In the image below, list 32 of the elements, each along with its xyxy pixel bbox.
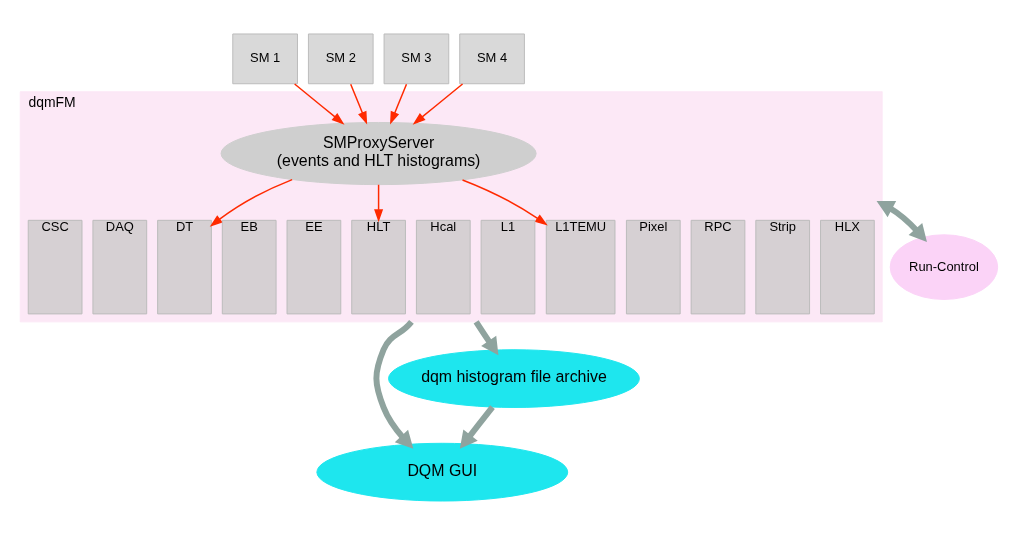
arrow <box>390 82 408 124</box>
node-box: Pixel <box>625 219 681 314</box>
node-box: EE <box>286 219 342 314</box>
node-ellipse: dqm histogram file archive <box>388 348 640 408</box>
node-ellipse: DQM GUI <box>316 442 569 501</box>
arrow <box>209 178 293 227</box>
node-box: DT <box>157 219 212 314</box>
node-box: SM 1 <box>232 33 298 84</box>
arrow <box>293 82 345 125</box>
arrow <box>349 82 368 124</box>
node-box: L1 <box>480 219 536 314</box>
node-box: HLT <box>351 219 406 314</box>
node-box: SM 4 <box>459 33 525 84</box>
node-box: HLX <box>820 219 875 314</box>
node-box: DAQ <box>92 219 148 314</box>
node-ellipse: Run-Control <box>889 233 999 300</box>
arrow <box>473 319 499 355</box>
node-box: Hcal <box>415 219 471 314</box>
arrow <box>412 82 464 125</box>
arrow <box>459 404 495 449</box>
arrow <box>876 200 927 242</box>
node-box: L1TEMU <box>545 219 616 314</box>
node-box: Strip <box>755 219 811 314</box>
arrow <box>373 319 414 449</box>
node-ellipse: SMProxyServer (events and HLT histograms) <box>220 121 537 185</box>
node-box: SM 3 <box>383 33 450 84</box>
node-box: SM 2 <box>307 33 374 84</box>
node-box: RPC <box>690 219 746 314</box>
node-box: EB <box>221 219 277 314</box>
node-box: CSC <box>27 219 83 314</box>
arrow <box>374 183 384 222</box>
arrow <box>461 178 548 226</box>
